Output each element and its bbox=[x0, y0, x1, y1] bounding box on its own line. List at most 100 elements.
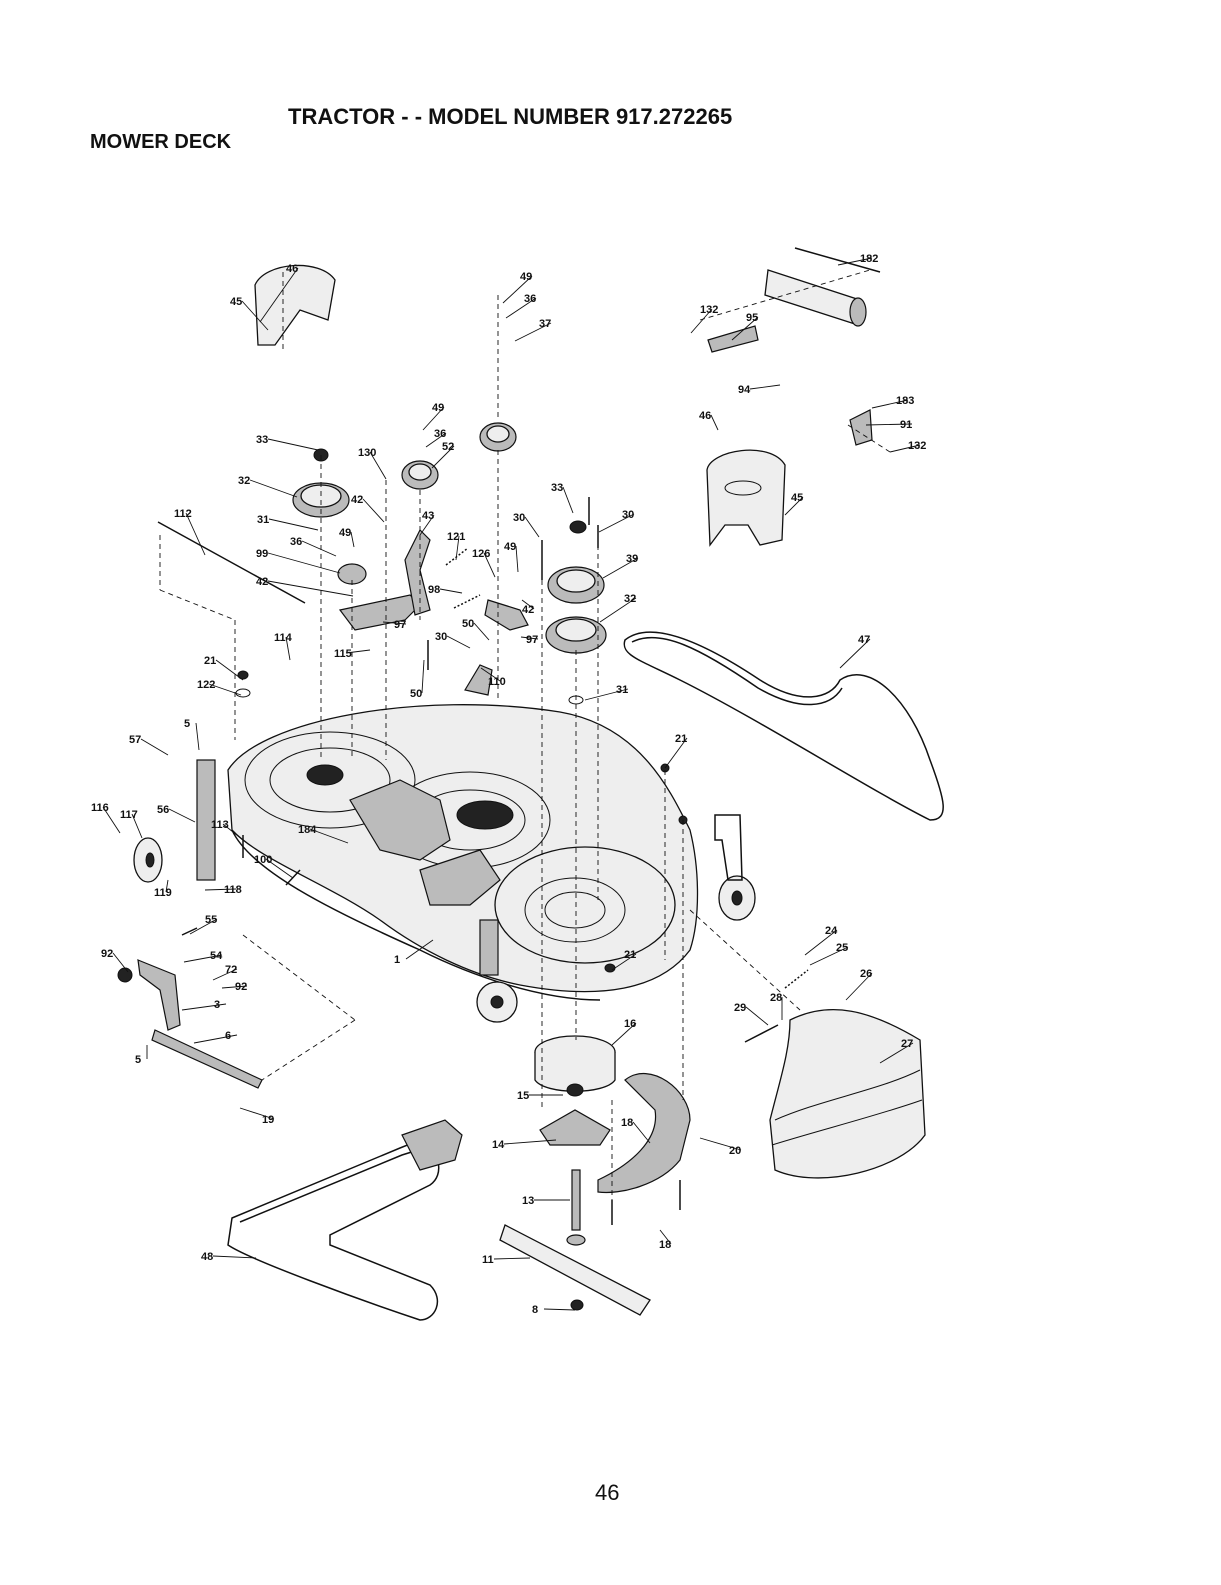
part-number-label: 15 bbox=[517, 1090, 529, 1102]
callout-32: 32 bbox=[238, 475, 298, 498]
part-number-label: 16 bbox=[624, 1018, 636, 1030]
part-number-label: 121 bbox=[447, 531, 465, 543]
leader-line bbox=[483, 552, 496, 578]
leader-line bbox=[345, 649, 371, 654]
callout-121: 121 bbox=[447, 531, 465, 561]
part-number-label: 36 bbox=[524, 293, 536, 305]
part-number-label: 42 bbox=[522, 604, 534, 616]
part-number-label: 52 bbox=[442, 441, 454, 453]
callout-33: 33 bbox=[256, 434, 319, 451]
bolts-and-hardware bbox=[117, 497, 779, 1225]
leader-line bbox=[889, 444, 921, 453]
part-number-label: 45 bbox=[791, 492, 803, 504]
belt-guards bbox=[254, 264, 786, 547]
callout-29: 29 bbox=[734, 1002, 769, 1026]
callout-31: 31 bbox=[584, 684, 628, 701]
callout-54: 54 bbox=[183, 950, 223, 963]
leader-line bbox=[241, 300, 269, 331]
callout-37: 37 bbox=[514, 318, 551, 342]
part-number-label: 21 bbox=[675, 733, 687, 745]
leader-line bbox=[102, 806, 121, 834]
leader-line bbox=[309, 828, 349, 844]
leader-line bbox=[362, 498, 385, 523]
callout-21: 21 bbox=[664, 733, 688, 769]
leader-line bbox=[267, 438, 319, 451]
part-number-label: 43 bbox=[422, 510, 434, 522]
leader-line bbox=[265, 858, 294, 879]
leader-line bbox=[602, 557, 639, 579]
leader-line bbox=[710, 414, 719, 431]
leader-line bbox=[664, 737, 688, 769]
leader-line bbox=[749, 384, 781, 390]
callout-132: 132 bbox=[889, 440, 926, 453]
callout-99: 99 bbox=[256, 548, 341, 574]
leader-line bbox=[865, 423, 913, 426]
leader-line bbox=[690, 308, 713, 334]
callout-49: 49 bbox=[504, 541, 519, 573]
leader-line bbox=[515, 545, 519, 573]
part-number-label: 36 bbox=[434, 428, 446, 440]
leader-line bbox=[239, 1107, 275, 1120]
leader-line bbox=[446, 635, 471, 649]
callout-36: 36 bbox=[505, 293, 536, 319]
part-number-label: 57 bbox=[129, 734, 141, 746]
part-number-label: 130 bbox=[358, 447, 376, 459]
callout-18: 18 bbox=[621, 1117, 651, 1144]
callout-91: 91 bbox=[865, 419, 913, 431]
part-number-label: 46 bbox=[286, 263, 298, 275]
leader-line bbox=[611, 953, 637, 971]
callout-45: 45 bbox=[230, 296, 269, 331]
part-number-label: 99 bbox=[256, 548, 268, 560]
leader-line bbox=[195, 722, 200, 751]
leader-line bbox=[221, 985, 248, 989]
leader-line bbox=[183, 954, 223, 963]
callout-98: 98 bbox=[428, 584, 463, 596]
leader-line bbox=[632, 1121, 651, 1144]
leader-line bbox=[502, 275, 533, 304]
part-number-label: 110 bbox=[488, 676, 506, 688]
leader-line bbox=[212, 1255, 257, 1259]
leader-line bbox=[439, 588, 463, 594]
part-number-label: 29 bbox=[734, 1002, 746, 1014]
callout-112: 112 bbox=[174, 508, 206, 556]
leader-line bbox=[809, 946, 849, 966]
leader-line bbox=[562, 486, 574, 514]
part-number-label: 5 bbox=[184, 718, 190, 730]
leader-line bbox=[503, 1139, 557, 1145]
part-number-label: 56 bbox=[157, 804, 169, 816]
part-number-label: 98 bbox=[428, 584, 440, 596]
front-link-brackets bbox=[137, 521, 306, 1089]
part-number-label: 72 bbox=[225, 964, 237, 976]
callout-46: 46 bbox=[259, 263, 299, 323]
part-number-label: 95 bbox=[746, 312, 758, 324]
leader-line bbox=[189, 918, 218, 935]
leader-line bbox=[301, 540, 337, 557]
part-number-label: 48 bbox=[201, 1251, 213, 1263]
part-number-label: 50 bbox=[462, 618, 474, 630]
leader-line bbox=[181, 1003, 227, 1011]
part-number-label: 36 bbox=[290, 536, 302, 548]
part-number-label: 32 bbox=[624, 593, 636, 605]
part-number-label: 31 bbox=[616, 684, 628, 696]
idler-arms-and-springs bbox=[338, 528, 809, 989]
callout-72: 72 bbox=[212, 964, 238, 981]
part-number-label: 45 bbox=[230, 296, 242, 308]
part-number-label: 33 bbox=[256, 434, 268, 446]
callout-100: 100 bbox=[254, 854, 294, 879]
explosion-lines bbox=[159, 269, 891, 1200]
part-number-label: 18 bbox=[621, 1117, 633, 1129]
callout-92: 92 bbox=[101, 948, 129, 973]
leader-line bbox=[659, 1229, 672, 1245]
callout-48: 48 bbox=[201, 1251, 257, 1263]
leader-line bbox=[185, 512, 206, 556]
callout-42: 42 bbox=[521, 599, 535, 616]
leader-line bbox=[212, 968, 238, 981]
callout-122: 122 bbox=[197, 679, 242, 696]
part-number-label: 3 bbox=[214, 999, 220, 1011]
part-number-label: 20 bbox=[729, 1145, 741, 1157]
leader-line bbox=[543, 1308, 576, 1311]
part-number-label: 118 bbox=[224, 884, 242, 896]
part-number-label: 49 bbox=[339, 527, 351, 539]
callout-21: 21 bbox=[611, 949, 637, 971]
